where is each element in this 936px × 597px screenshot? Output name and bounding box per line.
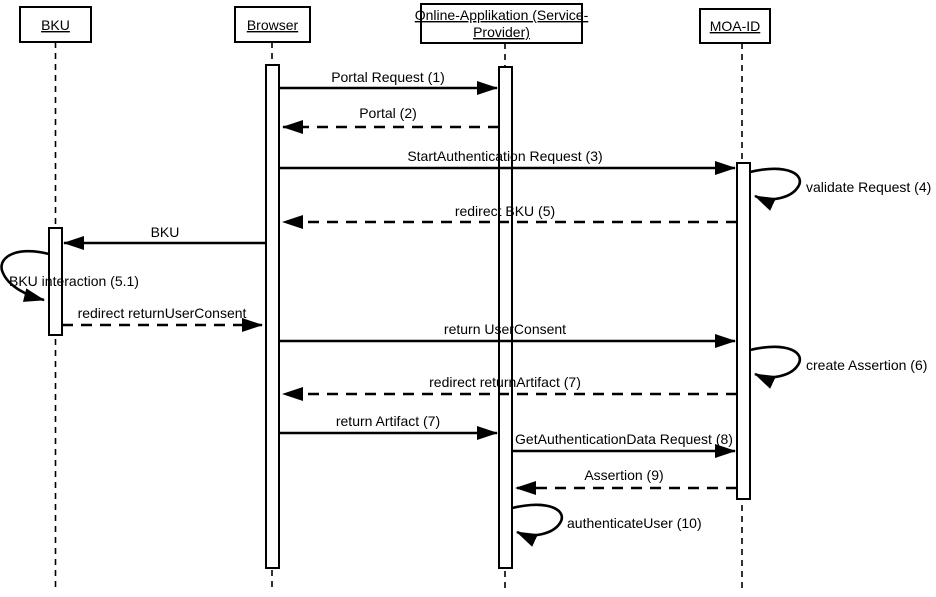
participant-online-app-label-line1: Online-Applikation (Service-: [415, 7, 589, 23]
participant-online-app-label-line2: Provider): [473, 24, 530, 40]
self-loop-validate-request: [749, 167, 802, 211]
participant-browser-label: Browser: [247, 17, 299, 33]
participant-bku: BKU: [19, 6, 92, 43]
message-label-authenticate-user: authenticateUser (10): [567, 515, 702, 531]
participant-moa-id: MOA-ID: [699, 8, 771, 44]
self-loop-bku-interaction: [0, 249, 50, 302]
message-label-bku-interaction: BKU interaction (5.1): [9, 273, 139, 289]
message-label-bku: BKU: [151, 224, 180, 240]
message-label-return-artifact: return Artifact (7): [336, 413, 440, 429]
activation-browser: [265, 64, 280, 569]
message-label-validate-request: validate Request (4): [806, 179, 931, 195]
participant-moa-id-box: [699, 8, 771, 44]
participant-browser-box: [234, 6, 311, 43]
participant-browser: Browser: [234, 6, 311, 43]
participant-bku-box: [19, 6, 92, 43]
activation-bku: [48, 227, 63, 336]
participant-online-app-box: [420, 3, 583, 44]
message-label-get-authentication-data: GetAuthenticationData Request (8): [515, 431, 733, 447]
self-loop-authenticate-user: [511, 503, 564, 547]
message-label-redirect-return-user-consent: redirect returnUserConsent: [78, 305, 247, 321]
activation-online-app: [498, 66, 513, 569]
participant-bku-label: BKU: [41, 17, 70, 33]
message-label-assertion: Assertion (9): [584, 467, 663, 483]
activation-moa-id: [736, 162, 751, 500]
self-loop-create-assertion: [749, 345, 802, 389]
message-label-redirect-bku: redirect BKU (5): [455, 203, 555, 219]
message-label-portal: Portal (2): [359, 105, 417, 121]
message-label-redirect-return-artifact: redirect returnArtifact (7): [429, 374, 581, 390]
participant-moa-id-label: MOA-ID: [710, 18, 761, 34]
message-label-start-authentication: StartAuthentication Request (3): [407, 148, 602, 164]
participant-online-app: Online-Applikation (Service- Provider): [415, 3, 589, 44]
message-label-portal-request: Portal Request (1): [331, 69, 445, 85]
message-label-return-user-consent: return UserConsent: [444, 321, 566, 337]
message-label-create-assertion: create Assertion (6): [806, 357, 927, 373]
